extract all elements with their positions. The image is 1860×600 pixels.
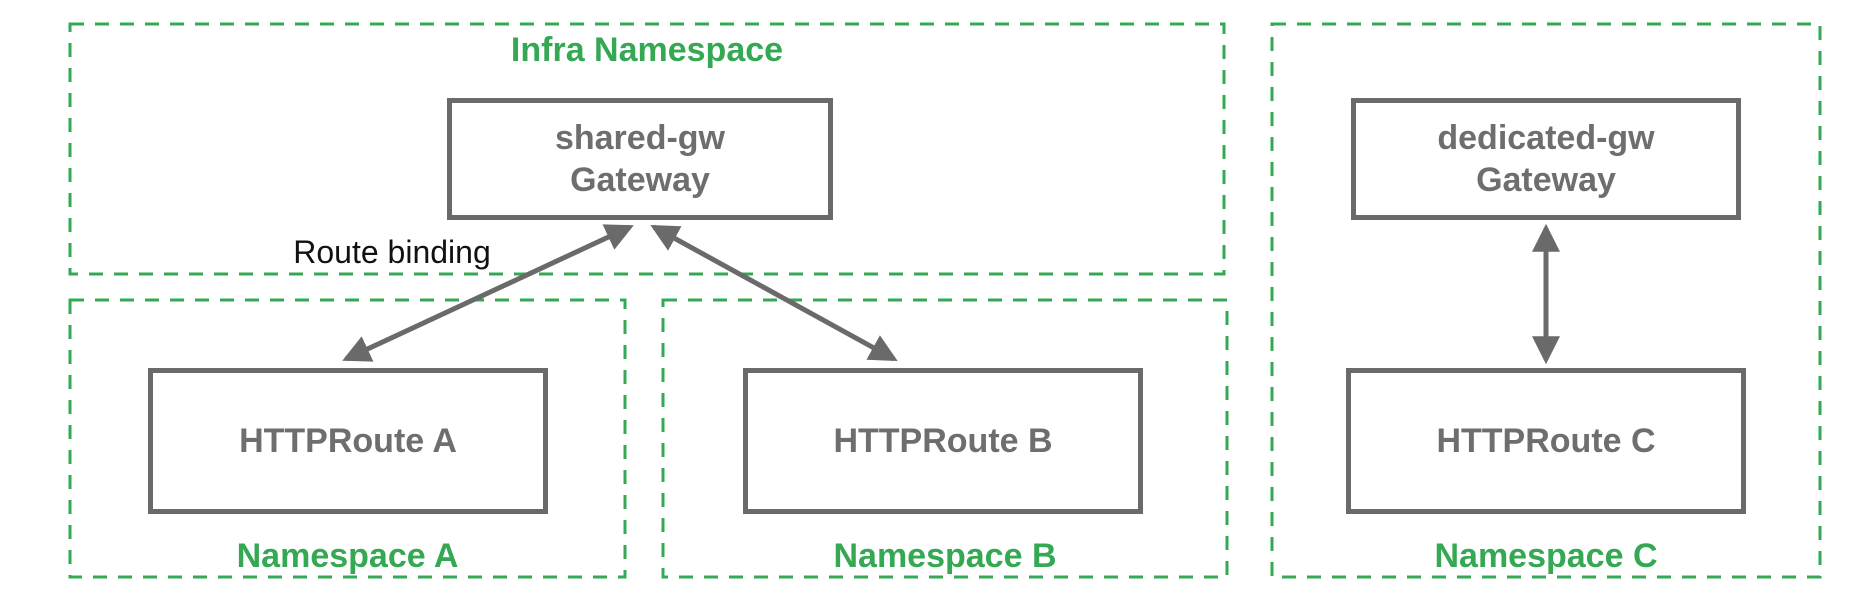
namespace-a-label: Namespace A bbox=[236, 537, 459, 575]
dedicated-gw-name: dedicated-gw bbox=[1437, 119, 1655, 157]
namespace-b-label: Namespace B bbox=[833, 537, 1057, 575]
infra-namespace-border bbox=[68, 22, 1226, 276]
httproute-a-label: HTTPRoute A bbox=[239, 422, 457, 460]
dedicated-gw-gateway-node: dedicated-gw Gateway bbox=[1351, 98, 1741, 220]
namespace-c-border bbox=[1270, 22, 1822, 579]
httproute-b-label: HTTPRoute B bbox=[833, 422, 1053, 460]
arrow-route-b-to-shared-gw bbox=[650, 224, 898, 362]
namespace-b-border bbox=[661, 298, 1229, 579]
dedicated-gw-kind: Gateway bbox=[1476, 161, 1616, 199]
arrow-route-a-to-shared-gw bbox=[342, 224, 634, 362]
namespace-c-label: Namespace C bbox=[1434, 537, 1658, 575]
shared-gw-gateway-node: shared-gw Gateway bbox=[447, 98, 833, 220]
httproute-c-label: HTTPRoute C bbox=[1436, 422, 1656, 460]
httproute-c-node: HTTPRoute C bbox=[1346, 368, 1746, 514]
route-binding-label: Route binding bbox=[293, 234, 491, 270]
shared-gw-name: shared-gw bbox=[554, 119, 726, 157]
httproute-b-node: HTTPRoute B bbox=[743, 368, 1143, 514]
httproute-a-node: HTTPRoute A bbox=[148, 368, 548, 514]
infra-namespace-label: Infra Namespace bbox=[510, 31, 784, 69]
shared-gw-kind: Gateway bbox=[570, 161, 710, 199]
